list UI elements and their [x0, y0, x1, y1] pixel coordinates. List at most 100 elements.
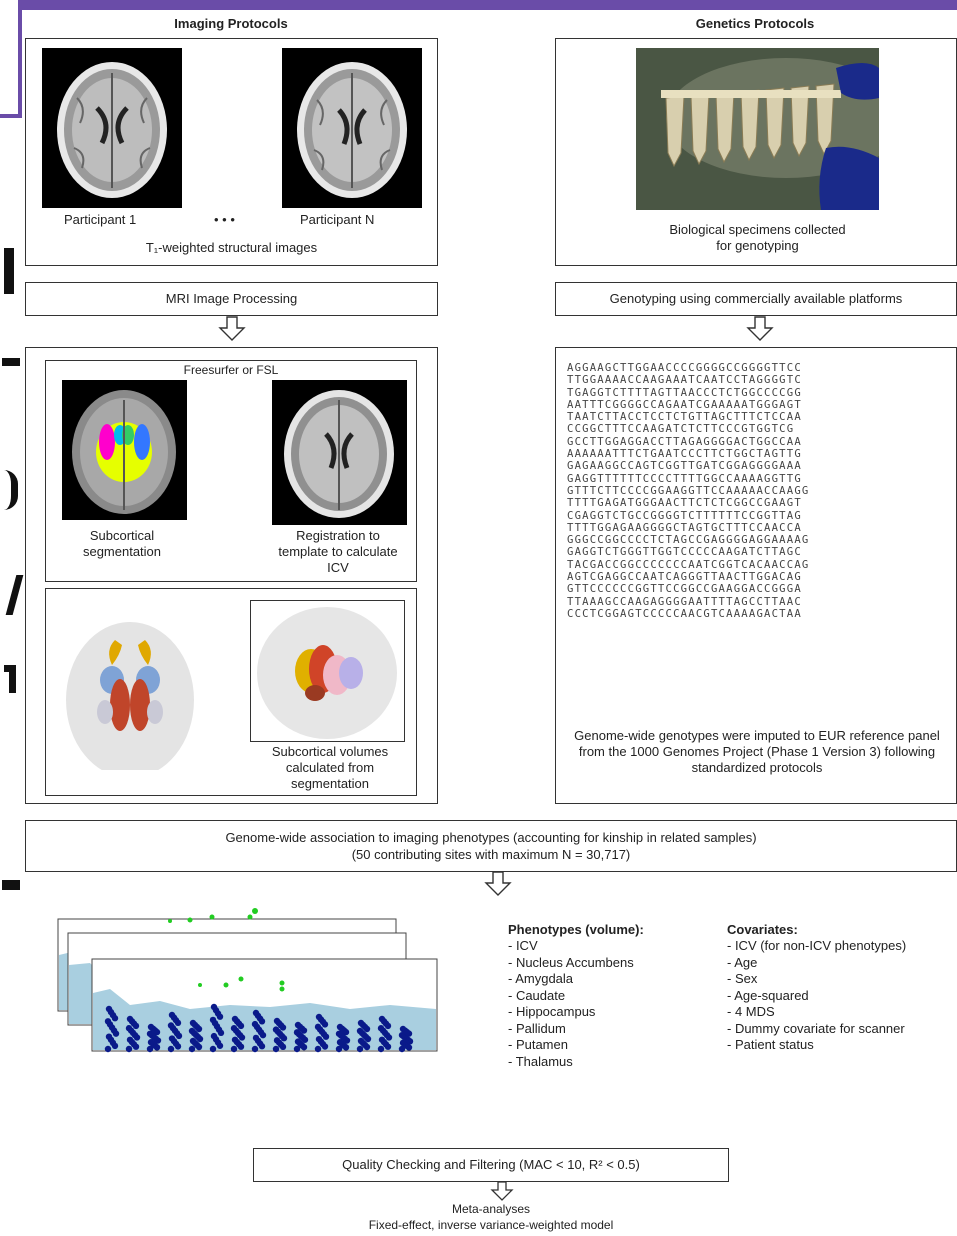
list-item: - Pallidum [508, 1020, 566, 1036]
covariates-list: - ICV (for non-ICV phenotypes)- Age- Sex… [727, 938, 957, 1054]
genotype-sequence-row: AGTCGAGGCCAATCAGGGTTAACTTGGACAG [567, 571, 802, 584]
participant-n-label: Participant N [300, 212, 375, 227]
subcortical-segmentation-label: Subcortical segmentation [82, 528, 162, 559]
t1-weighted-caption: T₁-weighted structural images [145, 240, 318, 255]
manhattan-point [273, 1017, 281, 1025]
manhattan-point [399, 1025, 407, 1033]
manhattan-point [189, 1037, 197, 1045]
manhattan-point [378, 1015, 386, 1023]
genotyping-box: Genotyping using commercially available … [555, 282, 957, 316]
quality-checking-label: Quality Checking and Filtering (MAC < 10… [342, 1157, 640, 1172]
manhattan-point [210, 1032, 218, 1040]
manhattan-point [294, 1021, 302, 1029]
manhattan-point [188, 1045, 196, 1053]
manhattan-point [335, 1030, 343, 1037]
imaging-protocols-title: Imaging Protocols [174, 16, 288, 31]
list-item: - Caudate [508, 987, 566, 1003]
manhattan-point [168, 1011, 176, 1019]
list-item: - Sex [727, 971, 758, 986]
manhattan-point [167, 1045, 175, 1053]
manhattan-point [377, 1025, 385, 1032]
manhattan-point [126, 1015, 134, 1023]
manhattan-point [188, 1027, 196, 1035]
subcortical-segmentation-image [62, 380, 187, 520]
list-item: - Age [727, 954, 758, 970]
registration-label: Registration to template to calculate IC… [278, 528, 398, 575]
list-item: - Age-squared [727, 987, 809, 1003]
list-item: - Hippocampus [508, 1004, 596, 1019]
genotype-sequence-row: GTTCCCCCCGGTTCCGGCCGAAGGACCGGGA [567, 583, 802, 596]
down-arrow-icon [746, 316, 774, 341]
genotype-sequence-row: AGGAAGCTTGGAACCCCGGGGCCGGGGTTCC [567, 362, 802, 374]
down-arrow-icon [484, 871, 512, 896]
genotype-sequence-row: TAATCTTACCTCCTCTGTTAGCTTTCTCCAA [567, 411, 802, 424]
manhattan-point [293, 1045, 301, 1053]
manhattan-point [294, 1038, 302, 1045]
genotype-sequence-row: TGAGGTCTTTTAGTTAACCCTCTGGCCCCGG [567, 386, 802, 399]
subcortical-3d-render-front [60, 610, 200, 778]
genotype-sequence-row: GAGGTCTGGGTTGGTCCCCCAAGATCTTAGC [567, 546, 802, 559]
genotype-sequence-row: TTTTGGAGAAGGGGCTAGTGCTTTCCAACCA [567, 521, 802, 534]
manhattan-point [126, 1036, 134, 1043]
list-item: - Nucleus Accumbens [508, 954, 634, 970]
genotype-sequence-row: CCGGCTTTCCAAGATCTCTTCCCGTGGTCG [567, 423, 795, 436]
manhattan-point [147, 1039, 155, 1046]
left-crop-fragments [0, 0, 24, 1236]
manhattan-point [356, 1027, 364, 1035]
manhattan-point [335, 1045, 343, 1053]
manhattan-point [273, 1037, 281, 1044]
manhattan-point [209, 1045, 217, 1053]
genotype-sequence-row: CGAGGTCTGCCGGGGTCTTTTTTCCGGTTAG [567, 509, 802, 522]
manhattan-point [252, 1009, 260, 1017]
manhattan-point [147, 1023, 155, 1031]
manhattan-point [272, 1026, 280, 1033]
slide-header-border [0, 0, 22, 118]
manhattan-point [209, 1016, 217, 1024]
meta-analyses-line-1: Meta-analyses [451, 1202, 531, 1216]
manhattan-point [251, 1045, 259, 1053]
manhattan-point [146, 1045, 154, 1053]
manhattan-point [378, 1036, 386, 1043]
gwas-line-1: Genome-wide association to imaging pheno… [225, 830, 757, 845]
slide-header-strip [0, 0, 957, 10]
manhattan-point [336, 1023, 344, 1031]
quality-checking-box: Quality Checking and Filtering (MAC < 10… [253, 1148, 729, 1182]
gwas-box [25, 820, 957, 872]
genotype-sequence-row: TTTTGAGATGGGAACTTCTCTCGGCCGAAGT [567, 497, 802, 510]
manhattan-point [104, 1018, 112, 1025]
manhattan-point [315, 1035, 323, 1043]
brain-mri-participant-n [282, 48, 422, 208]
manhattan-point [189, 1019, 197, 1027]
manhattan-point [104, 1045, 112, 1053]
participant-1-label: Participant 1 [64, 212, 137, 227]
down-arrow-icon [490, 1181, 514, 1201]
genotype-data-box [555, 347, 957, 804]
genotype-sequence-row: GAGAAGGCCAGTCGGTTGATCGGAGGGGAAA [567, 460, 802, 473]
list-item: - Amygdala [508, 971, 574, 986]
manhattan-point [252, 1034, 260, 1042]
manhattan-point [105, 1005, 113, 1013]
list-item: - 4 MDS [727, 1004, 775, 1019]
covariates-title: Covariates: [727, 922, 798, 937]
list-item: - Dummy covariate for scanner [727, 1020, 905, 1036]
genotype-sequence-row: AAAAAATTTCTGAATCCCTTCTGGCTAGTTG [567, 448, 802, 461]
manhattan-point [210, 1003, 218, 1011]
manhattan-point [336, 1039, 344, 1046]
manhattan-point [314, 1045, 322, 1053]
manhattan-point [231, 1036, 239, 1043]
genetics-protocols-title: Genetics Protocols [695, 16, 815, 31]
genotype-sequence-row: GGGCCGGCCCCTCTAGCCGAGGGGAGGAAAAG [567, 534, 810, 547]
manhattan-point [230, 1025, 238, 1032]
manhattan-point [231, 1015, 239, 1023]
manhattan-point [167, 1022, 175, 1029]
manhattan-point [146, 1030, 154, 1037]
manhattan-point [356, 1045, 364, 1053]
genotype-sequence-row: TTAAAGCCAAGAGGGGAATTTTAGCCTTAAC [567, 595, 802, 608]
manhattan-point [314, 1023, 322, 1031]
genotyping-label: Genotyping using commercially available … [609, 291, 903, 306]
manhattan-point [272, 1045, 280, 1053]
list-item: - ICV (for non-ICV phenotypes) [727, 938, 907, 953]
manhattan-point [398, 1031, 406, 1039]
ellipsis-dots: • • • [214, 212, 235, 227]
registration-template-image [272, 380, 407, 525]
